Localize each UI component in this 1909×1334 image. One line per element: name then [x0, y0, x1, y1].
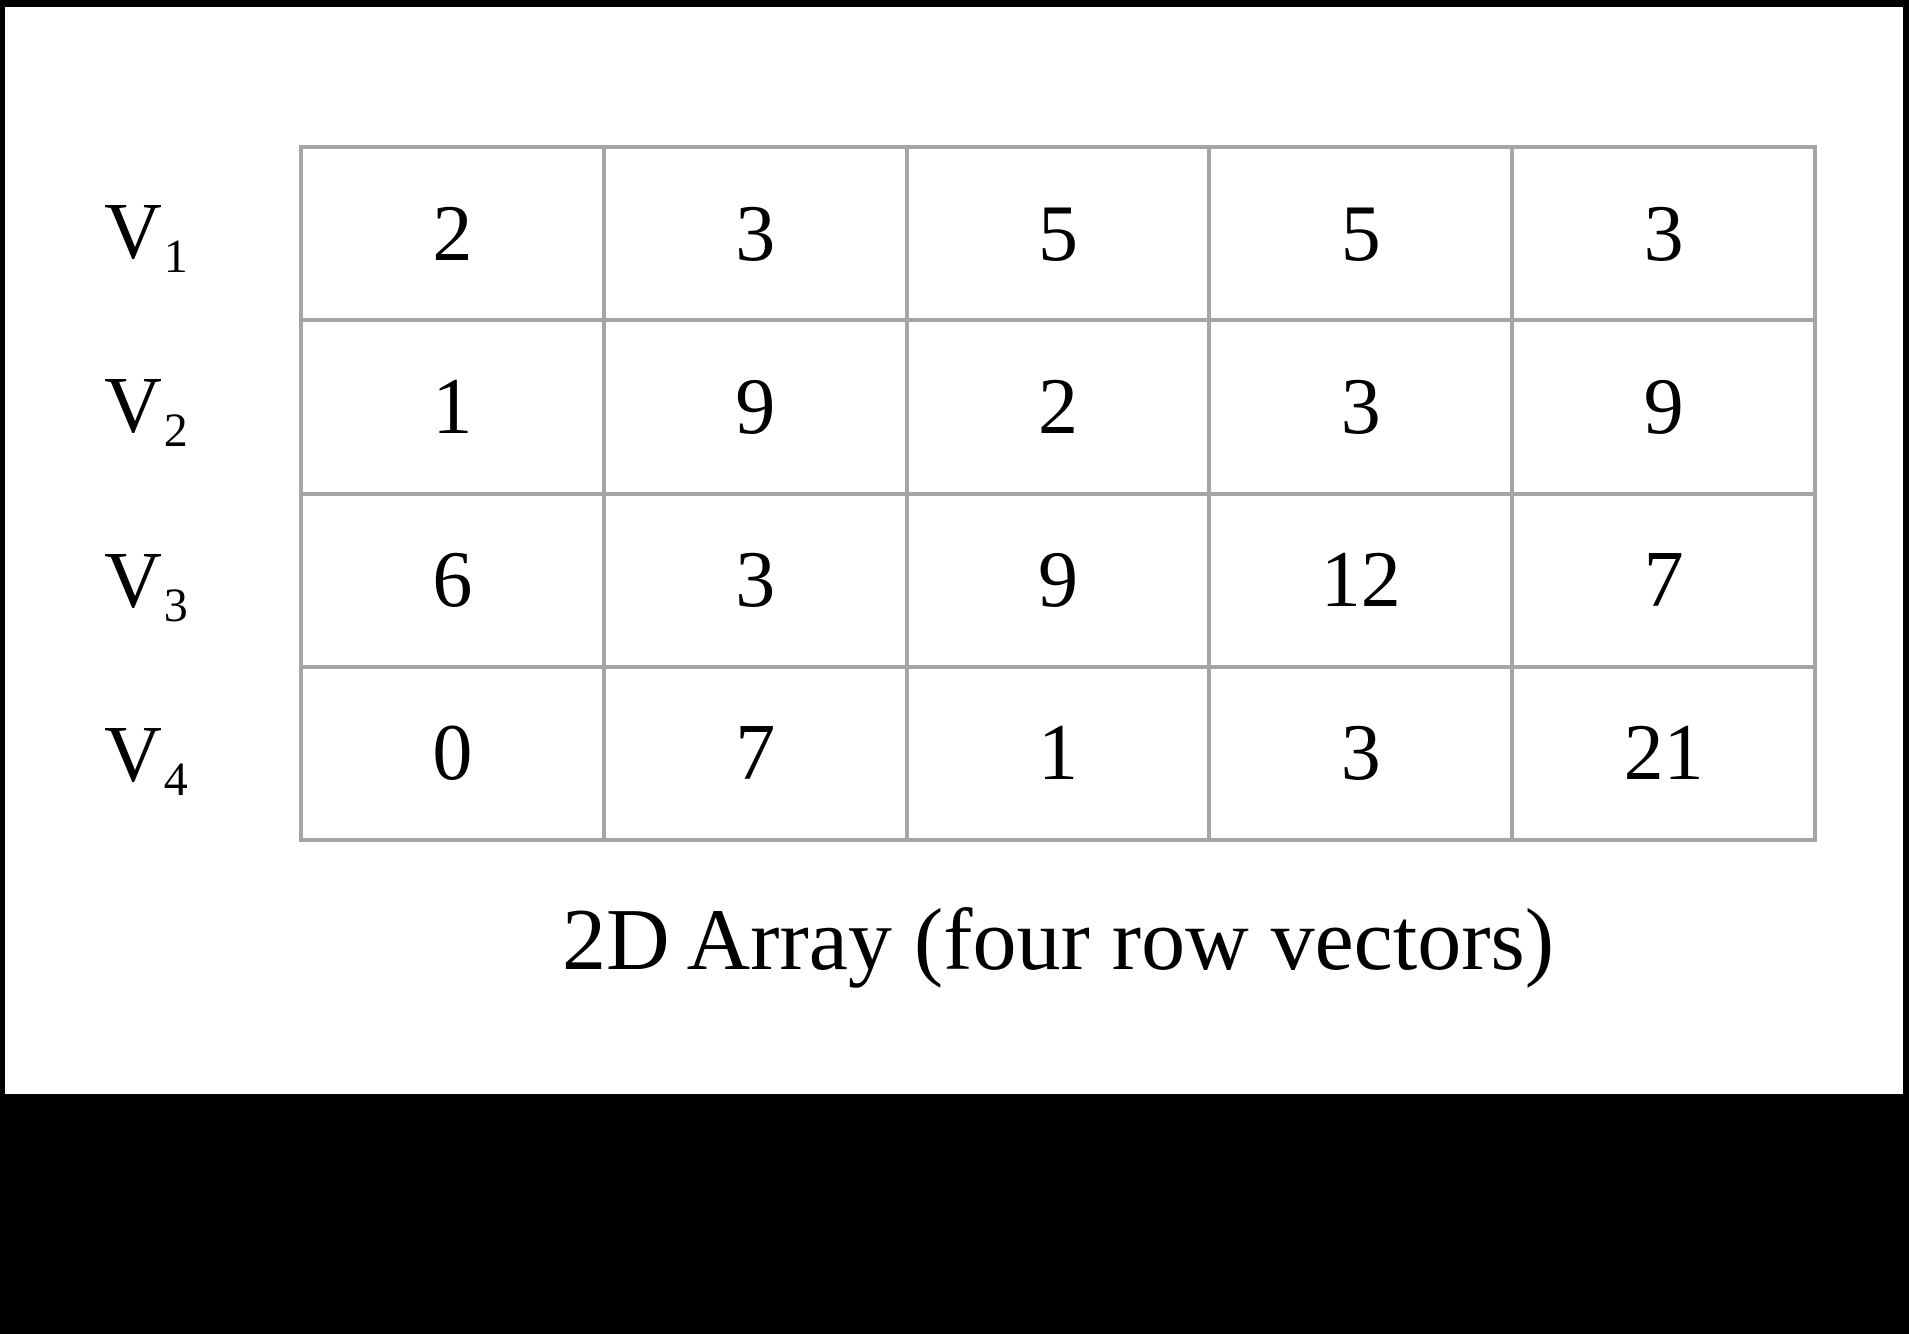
- matrix-cell-r4c1: 0: [303, 668, 602, 838]
- figure-caption: 2D Array (four row vectors): [561, 892, 1555, 989]
- matrix-cell-r2c4: 3: [1211, 322, 1511, 492]
- matrix-cell-r2c5: 9: [1514, 322, 1813, 492]
- row-label-letter: V: [104, 536, 162, 625]
- row-label-subscript: 4: [163, 752, 188, 806]
- matrix-cell-r1c4: 5: [1211, 149, 1511, 319]
- matrix-cell-r4c2: 7: [605, 668, 905, 838]
- matrix-cell-r1c2: 3: [605, 149, 905, 319]
- row-label-letter: V: [104, 188, 162, 277]
- matrix-cell-r3c4: 12: [1211, 495, 1511, 665]
- matrix-cell-r1c5: 3: [1514, 149, 1813, 319]
- row-label-subscript: 3: [163, 578, 188, 632]
- matrix-cell-r4c3: 1: [908, 668, 1208, 838]
- matrix-cell-r2c2: 9: [605, 322, 905, 492]
- matrix-cell-r3c1: 6: [303, 495, 602, 665]
- row-label-letter: V: [104, 710, 162, 799]
- array-table: 2 3 5 5 3 1 9 2 3 9 6 3 9 12 7 0 7 1 3 2…: [299, 145, 1817, 842]
- matrix-cell-r3c2: 3: [605, 495, 905, 665]
- matrix-cell-r4c5: 21: [1514, 668, 1813, 838]
- matrix-cell-r1c1: 2: [303, 149, 602, 319]
- row-label-letter: V: [104, 362, 162, 451]
- matrix-cell-r1c3: 5: [908, 149, 1208, 319]
- matrix-cell-r4c4: 3: [1211, 668, 1511, 838]
- matrix-cell-r3c3: 9: [908, 495, 1208, 665]
- matrix-cell-r2c3: 2: [908, 322, 1208, 492]
- matrix-cell-r3c5: 7: [1514, 495, 1813, 665]
- row-label-subscript: 2: [163, 404, 188, 458]
- row-label-subscript: 1: [163, 230, 188, 284]
- matrix-cell-r2c1: 1: [303, 322, 602, 492]
